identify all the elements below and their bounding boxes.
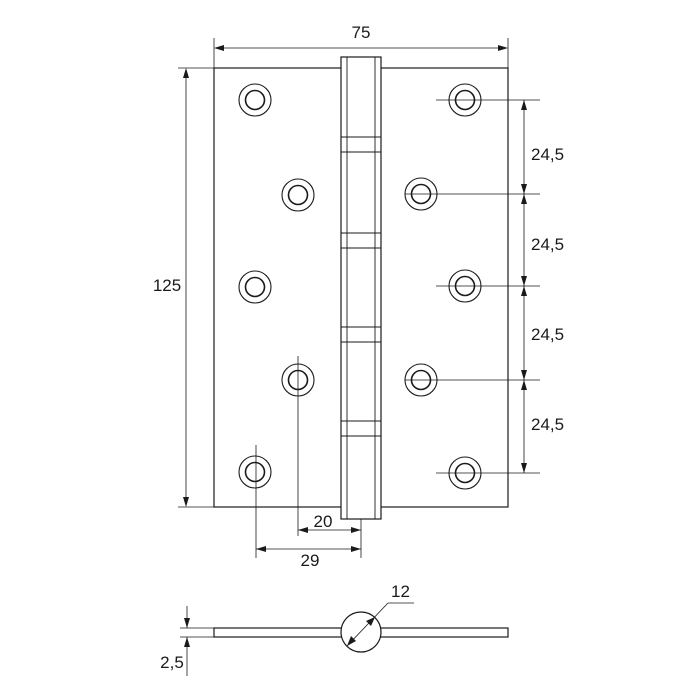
screw-hole-left-3 <box>238 270 272 304</box>
knuckle-bands <box>341 136 381 437</box>
screw-hole-left-5 <box>238 455 272 489</box>
dimension-spacing-4-label: 24,5 <box>531 415 564 434</box>
dimension-hole-spacing: 24,5 24,5 24,5 24,5 <box>405 99 564 474</box>
dimension-width: 75 <box>213 23 509 68</box>
dimension-height: 125 <box>153 67 214 508</box>
screw-hole-left-2 <box>281 178 315 212</box>
hinge-front-view <box>213 56 509 520</box>
dimension-spacing-2-label: 24,5 <box>531 235 564 254</box>
dimension-thickness: 2,5 <box>160 606 214 676</box>
screw-hole-left-1 <box>238 83 272 117</box>
hinge-knuckle <box>340 56 382 520</box>
dimension-offset-inner-label: 20 <box>314 512 333 531</box>
hinge-side-view: 12 2,5 <box>160 582 509 676</box>
dimension-offset-outer-label: 29 <box>301 551 320 570</box>
dimension-knuckle-diameter: 12 <box>346 582 414 647</box>
dimension-hole-offsets: 20 29 <box>255 356 362 570</box>
dimension-width-label: 75 <box>352 23 371 42</box>
dimension-thickness-label: 2,5 <box>160 653 184 672</box>
dimension-spacing-1-label: 24,5 <box>531 145 564 164</box>
dimension-knuckle-diameter-label: 12 <box>391 582 410 601</box>
dimension-height-label: 125 <box>153 276 181 295</box>
dimension-spacing-3-label: 24,5 <box>531 325 564 344</box>
